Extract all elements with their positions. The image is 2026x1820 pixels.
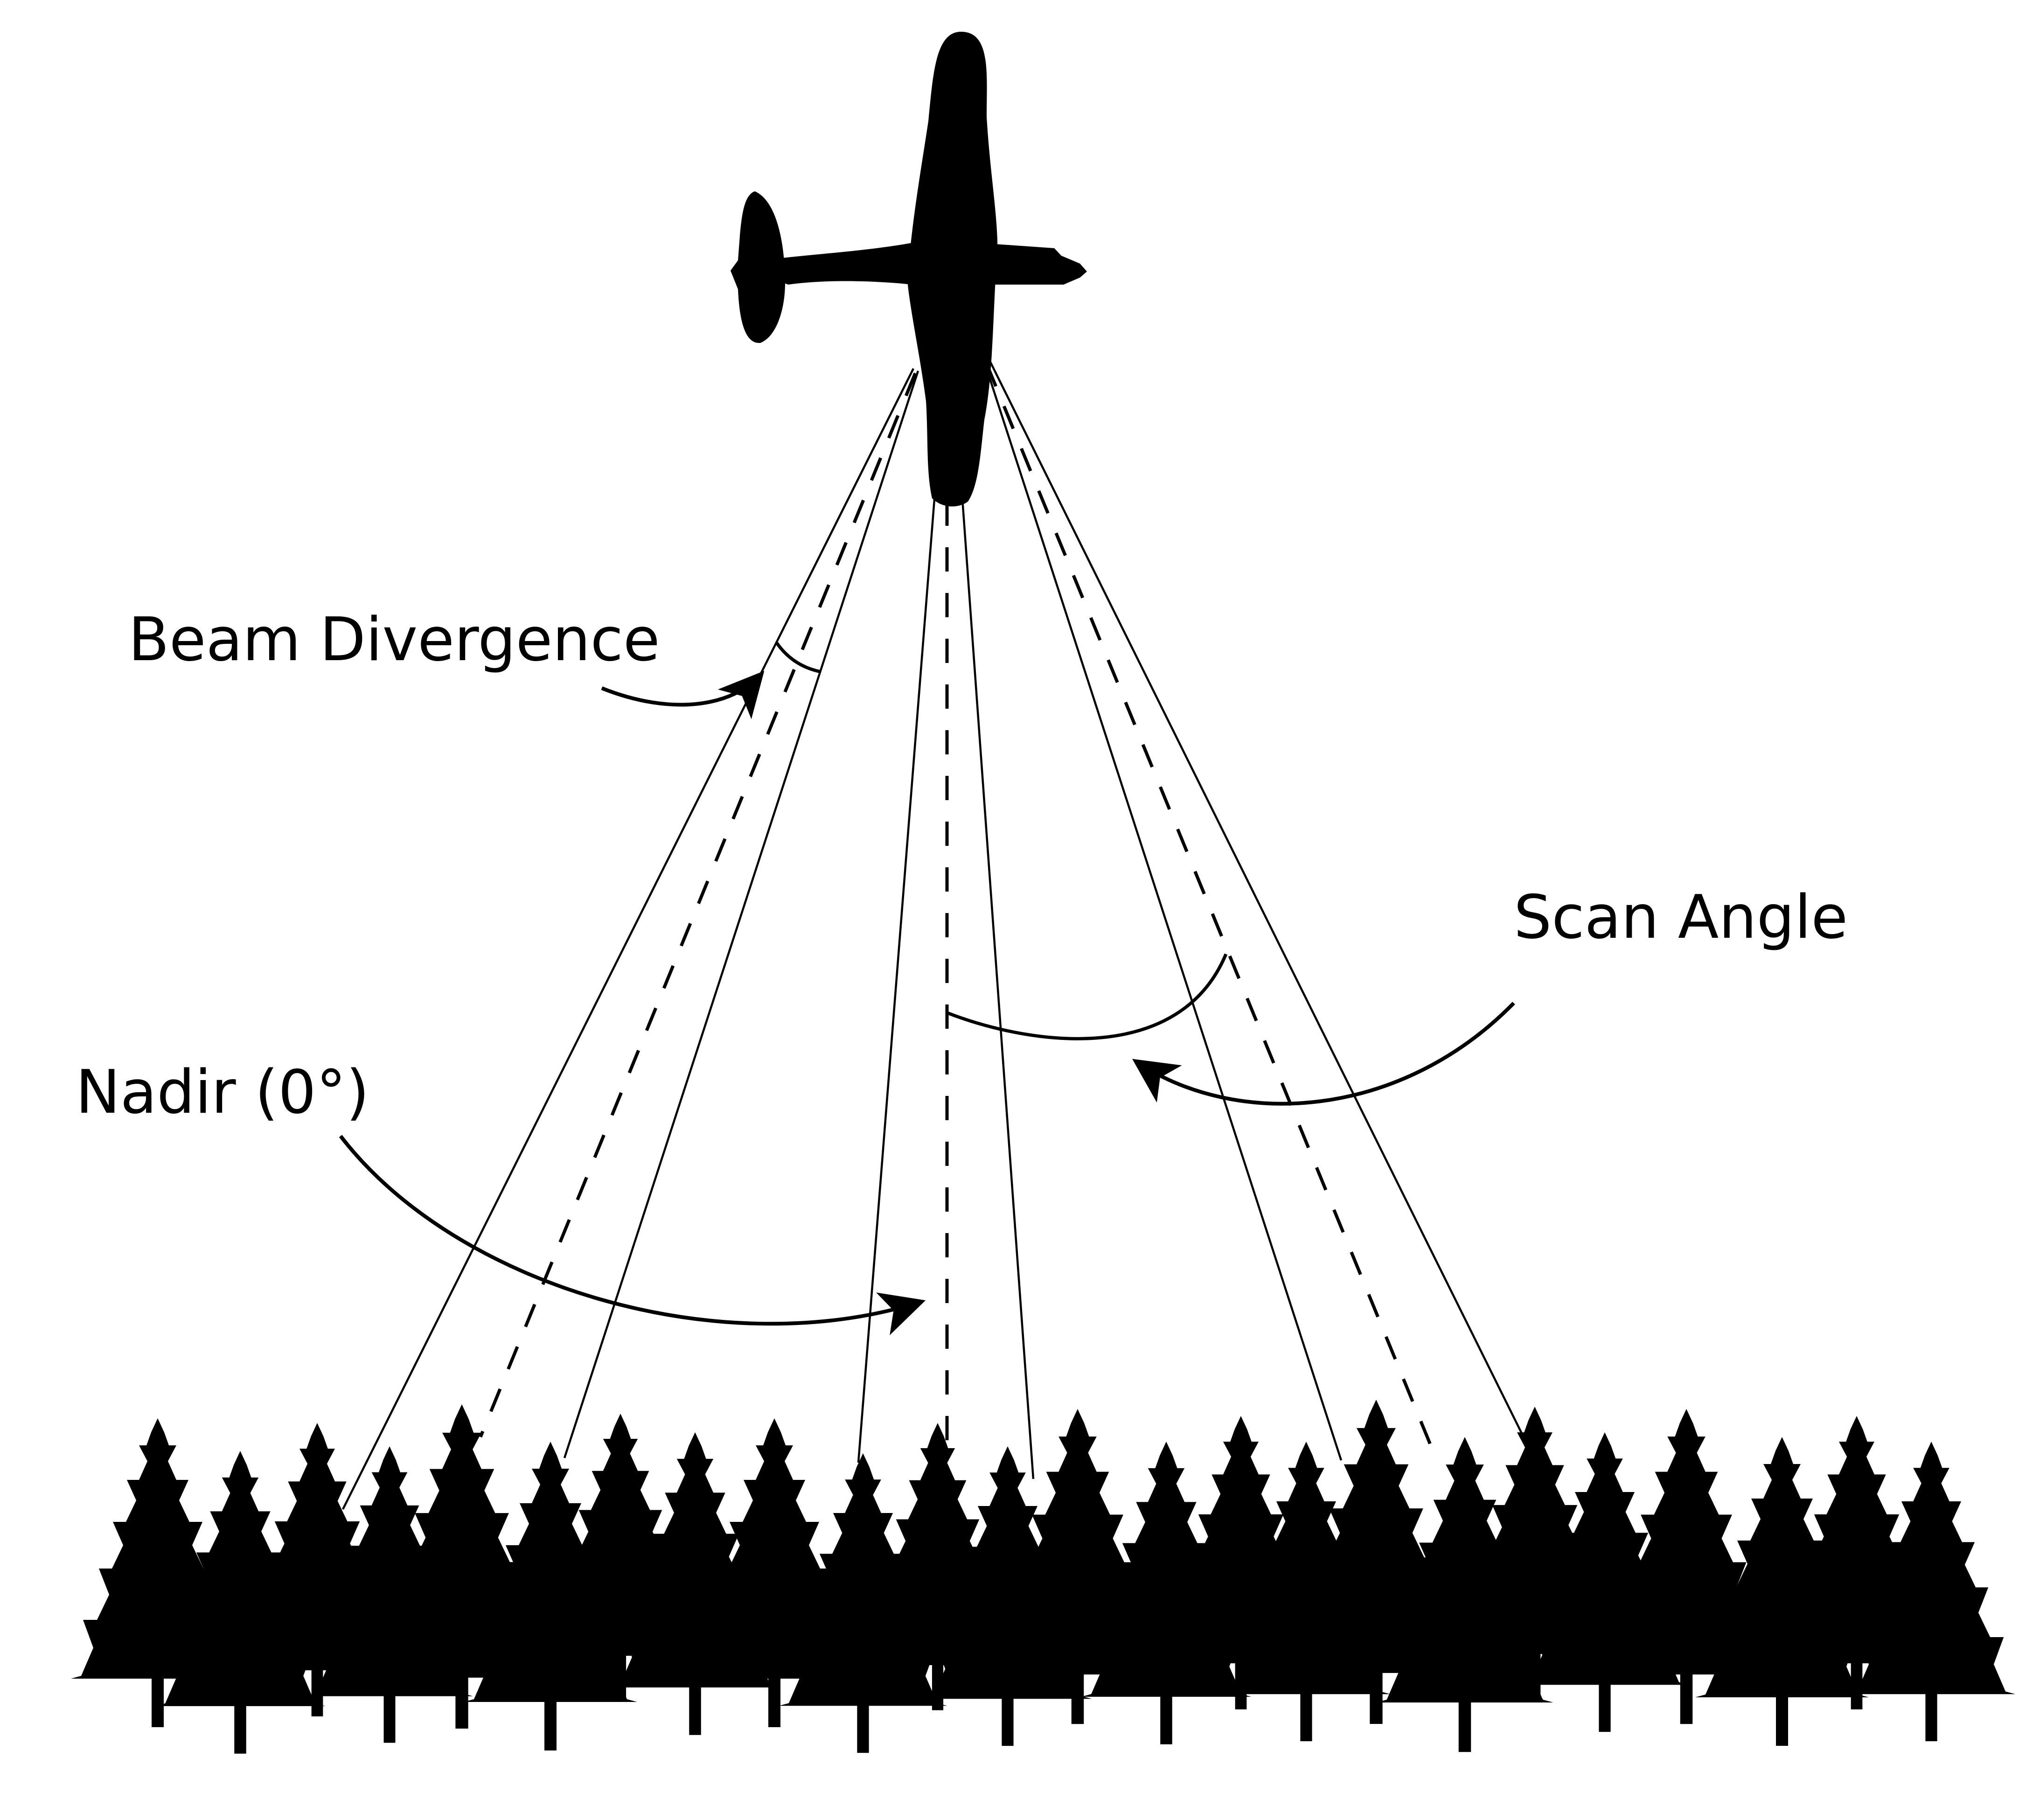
right-beam-centerline (985, 363, 1439, 1461)
scan-angle-arc (945, 953, 1228, 1040)
aircraft-tail (731, 191, 786, 343)
airplane-silhouette-icon (731, 32, 1087, 507)
aircraft-wing-left (770, 243, 913, 285)
aircraft-fuselage (907, 32, 998, 507)
left-beam (341, 368, 919, 1510)
beam-divergence-leader (601, 670, 765, 719)
beam-divergence-arc (775, 642, 822, 674)
nadir-beam (857, 499, 1035, 1479)
left-beam-outer-edge (341, 368, 915, 1510)
aircraft-wing-right (988, 244, 1087, 285)
forest-canopy (71, 1400, 2016, 1754)
nadir-label: Nadir (0°) (76, 1058, 369, 1127)
left-beam-inner-edge (563, 370, 919, 1458)
right-beam-inner-edge (983, 361, 1343, 1461)
right-beam (983, 359, 1576, 1540)
right-beam-outer-edge (988, 359, 1576, 1540)
nadir-beam-left-edge (857, 499, 936, 1463)
scan-angle-leader (1132, 1002, 1515, 1106)
scan-angle-label: Scan Angle (1514, 883, 1848, 952)
left-beam-centerline (479, 372, 917, 1438)
nadir-beam-right-edge (961, 499, 1035, 1479)
beam-divergence-label: Beam Divergence (128, 605, 660, 675)
nadir-leader (339, 1135, 926, 1335)
